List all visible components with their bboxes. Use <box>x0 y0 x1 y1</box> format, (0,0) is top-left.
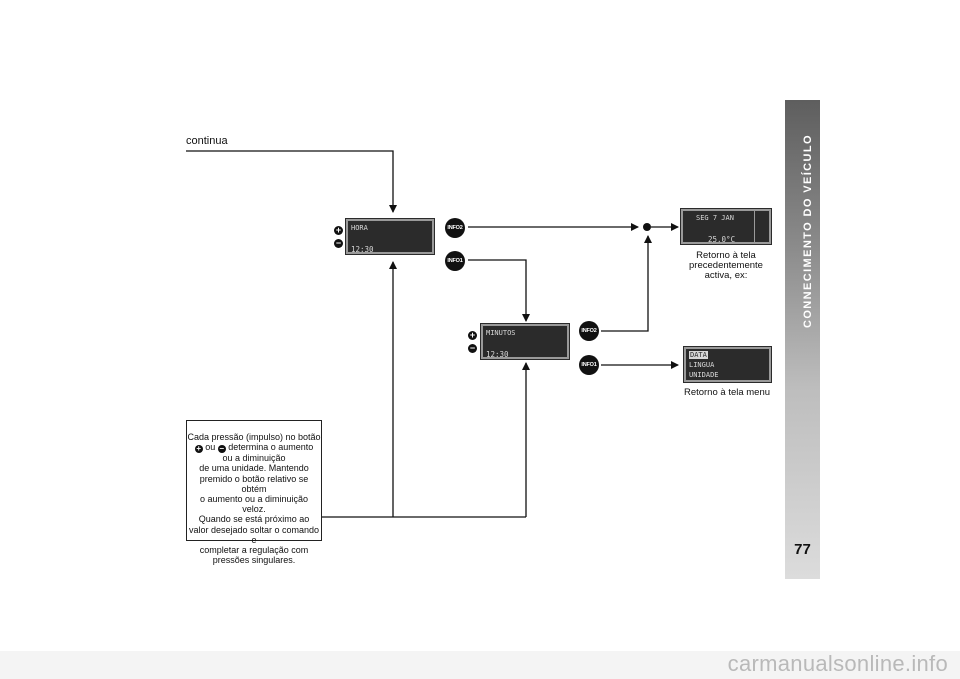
lcd-hora-value: 12:30 <box>351 245 374 254</box>
lcd-menu-item-unidade: UNIDADE <box>689 371 719 379</box>
lcd-prev-temp: 25.0°C <box>708 235 736 244</box>
caption-prev-line1: Retorno à tela <box>696 250 756 261</box>
continua-label: continua <box>186 135 228 147</box>
info-line: Quando se está próximo ao <box>198 514 310 525</box>
info2-button-icon: INFO2 <box>579 321 599 341</box>
plus-button-icon: + <box>468 330 477 340</box>
lcd-divider <box>754 211 755 242</box>
info-or: ou <box>205 442 216 453</box>
plus-icon: + <box>194 444 203 454</box>
caption-prev-line2: precedentemente <box>689 260 763 271</box>
info-line: + ou − determina o aumento <box>187 442 321 454</box>
lcd-display-minutos: MINUTOS 12:30 <box>480 323 570 360</box>
info1-button-icon: INFO1 <box>445 251 465 271</box>
info-line: valor desejado soltar o comando e <box>188 524 320 545</box>
section-sidebar: CONNECIMENTO DO VEÍCULO <box>785 100 820 579</box>
info-line2-rest: determina o aumento <box>228 442 314 453</box>
info-line: Cada pressão (impulso) no botão <box>187 432 321 442</box>
junction-dot <box>643 223 651 231</box>
watermark: carmanualsonline.info <box>727 651 948 676</box>
minus-icon: − <box>217 444 226 454</box>
footer: carmanualsonline.info <box>0 651 960 679</box>
plus-button-icon: + <box>334 225 343 235</box>
lcd-menu-item-lingua: LINGUA <box>689 361 715 369</box>
line-continua-to-hora <box>186 150 397 213</box>
section-title: CONNECIMENTO DO VEÍCULO <box>785 100 820 328</box>
info-line: pressões singulares. <box>212 555 296 566</box>
info-line: o aumento ou a diminuição veloz. <box>199 494 309 515</box>
minus-button-icon: − <box>468 343 477 353</box>
caption-menu-screen: Retorno à tela menu <box>683 387 771 398</box>
caption-prev-line3: activa, ex: <box>704 270 748 281</box>
lcd-hora-title: HORA <box>351 224 368 232</box>
info-line: ou a diminuição <box>222 453 286 464</box>
section-title-text: CONNECIMENTO DO VEÍCULO <box>802 134 814 328</box>
lcd-menu-item-data: DATA <box>689 351 708 359</box>
lcd-display-hora: HORA 12:30 <box>345 218 435 255</box>
info1-button-icon: INFO1 <box>579 355 599 375</box>
lcd-minutos-value: 12:30 <box>486 350 509 359</box>
line-minutos-info2-to-junction <box>601 235 652 332</box>
info2-button-icon: INFO2 <box>445 218 465 238</box>
minus-button-icon: − <box>334 238 343 248</box>
lcd-prev-date: SEG 7 JAN <box>696 214 734 222</box>
info-line: premido o botão relativo se obtém <box>199 473 309 494</box>
lcd-minutos-title: MINUTOS <box>486 329 516 337</box>
page-number: 77 <box>794 541 811 558</box>
lcd-display-previous: SEG 7 JAN 25.0°C <box>680 208 772 245</box>
caption-previous-screen: Retorno à tela precedentemente activa, e… <box>678 251 774 281</box>
info-box: Cada pressão (impulso) no botão + ou − d… <box>186 420 322 565</box>
line-hora-info1-to-minutos <box>468 259 530 322</box>
lcd-display-menu: DATA LINGUA UNIDADE <box>683 346 772 383</box>
info-line: completar a regulação com <box>199 545 309 556</box>
info-line: de uma unidade. Mantendo <box>199 463 309 474</box>
